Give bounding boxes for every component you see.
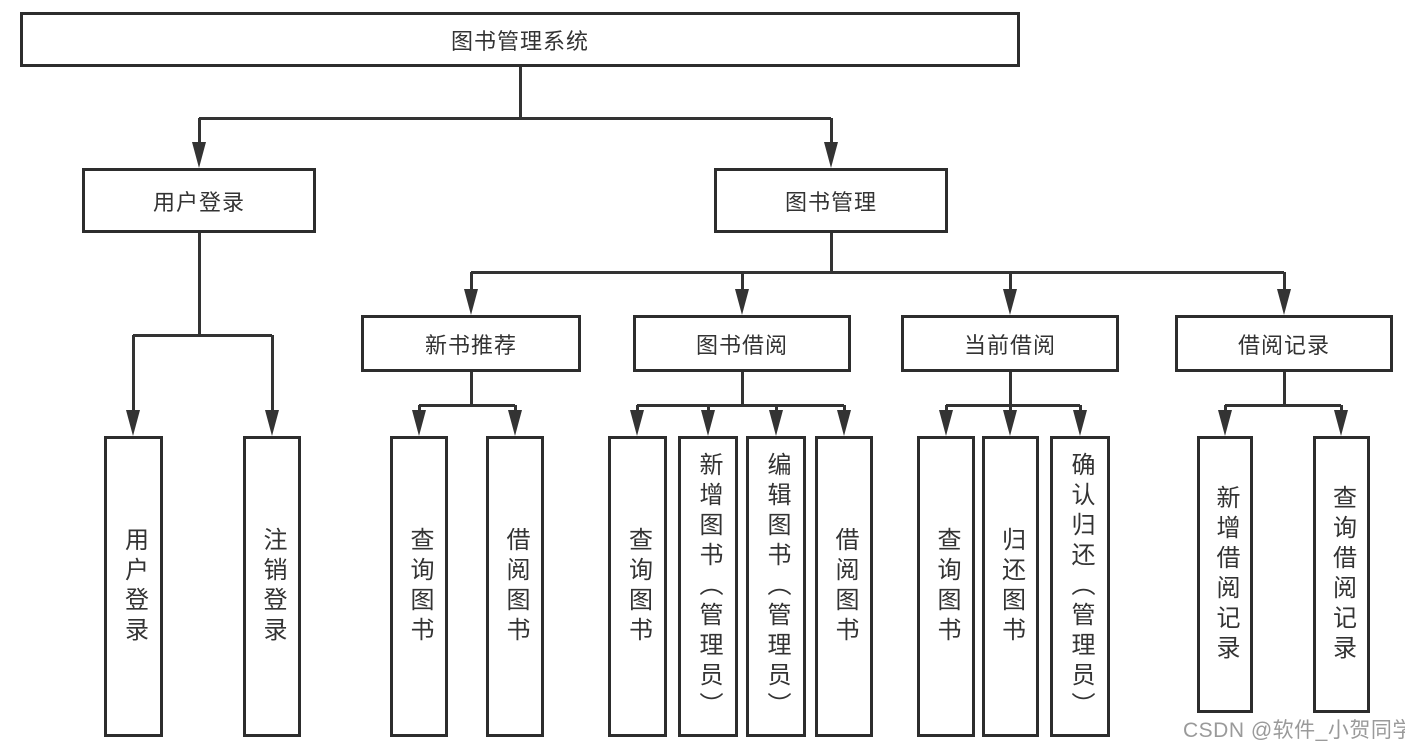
node-label: 用户登录 xyxy=(120,526,148,647)
node-label: 确认归还（管理员） xyxy=(1067,451,1094,722)
node-label: 查询借阅记录 xyxy=(1328,484,1356,665)
connector-line-vertical xyxy=(131,335,135,413)
arrowhead-down-icon xyxy=(192,142,206,168)
connector-line-vertical xyxy=(417,405,421,413)
node-leaf-borrow-borrow: 借阅图书 xyxy=(815,436,873,737)
connector-line-vertical xyxy=(469,372,473,406)
node-book-borrow: 图书借阅 xyxy=(633,315,851,372)
arrowhead-down-icon xyxy=(508,410,522,436)
arrowhead-down-icon xyxy=(1003,410,1017,436)
connector-line-vertical xyxy=(740,272,744,292)
arrowhead-down-icon xyxy=(126,410,140,436)
arrowhead-down-icon xyxy=(1003,289,1017,315)
arrowhead-down-icon xyxy=(1218,410,1232,436)
node-root: 图书管理系统 xyxy=(20,12,1020,67)
connector-line-vertical xyxy=(1339,405,1343,413)
node-user-login: 用户登录 xyxy=(82,168,316,233)
arrowhead-down-icon xyxy=(701,410,715,436)
node-label: 查询图书 xyxy=(624,526,652,647)
node-new-book-rec: 新书推荐 xyxy=(361,315,581,372)
arrowhead-down-icon xyxy=(837,410,851,436)
connector-line-horizontal xyxy=(637,403,844,407)
node-label: 新增图书（管理员） xyxy=(695,451,722,722)
arrowhead-down-icon xyxy=(630,410,644,436)
csdn-watermark: CSDN @软件_小贺同学 xyxy=(1183,719,1405,742)
node-label: 图书管理系统 xyxy=(450,28,589,54)
node-leaf-current-return: 归还图书 xyxy=(982,436,1039,737)
arrowhead-down-icon xyxy=(824,142,838,168)
connector-line-vertical xyxy=(469,272,473,292)
node-borrow-record: 借阅记录 xyxy=(1175,315,1393,372)
connector-line-horizontal xyxy=(419,403,515,407)
node-label: 借阅图书 xyxy=(502,526,529,647)
connector-line-horizontal xyxy=(946,403,1080,407)
arrowhead-down-icon xyxy=(464,289,478,315)
arrowhead-down-icon xyxy=(1334,410,1348,436)
node-label: 新书推荐 xyxy=(424,332,517,358)
arrowhead-down-icon xyxy=(939,410,953,436)
connector-line-vertical xyxy=(197,118,201,145)
connector-line-horizontal xyxy=(471,270,1284,274)
arrowhead-down-icon xyxy=(1277,289,1291,315)
connector-line-vertical xyxy=(513,405,517,413)
connector-line-vertical xyxy=(1008,405,1012,413)
arrowhead-down-icon xyxy=(265,410,279,436)
connector-line-vertical xyxy=(1008,372,1012,406)
connector-line-vertical xyxy=(774,405,778,413)
node-label: 用户登录 xyxy=(152,189,245,215)
connector-line-vertical xyxy=(1223,405,1227,413)
connector-line-vertical xyxy=(1282,372,1286,406)
connector-line-vertical xyxy=(829,118,833,145)
node-label: 图书借阅 xyxy=(695,332,788,358)
connector-line-vertical xyxy=(944,405,948,413)
node-leaf-rec-query: 查询图书 xyxy=(390,436,448,737)
node-label: 归还图书 xyxy=(997,526,1025,647)
node-leaf-current-query: 查询图书 xyxy=(917,436,975,737)
node-leaf-borrow-edit: 编辑图书（管理员） xyxy=(746,436,806,737)
node-leaf-user-login: 用户登录 xyxy=(104,436,163,737)
connector-line-horizontal xyxy=(133,333,272,337)
connector-line-vertical xyxy=(635,405,639,413)
connector-line-vertical xyxy=(1282,272,1286,292)
connector-line-vertical xyxy=(740,372,744,406)
node-label: 新增借阅记录 xyxy=(1212,484,1239,665)
node-label: 查询图书 xyxy=(933,526,960,647)
node-label: 查询图书 xyxy=(406,526,433,647)
node-leaf-logout: 注销登录 xyxy=(243,436,301,737)
connector-line-horizontal xyxy=(1225,403,1341,407)
node-current-borrow: 当前借阅 xyxy=(901,315,1119,372)
node-label: 借阅图书 xyxy=(831,526,858,647)
connector-line-vertical xyxy=(270,335,274,413)
node-leaf-borrow-add: 新增图书（管理员） xyxy=(678,436,738,737)
connector-line-vertical xyxy=(518,67,522,118)
node-book-mgmt: 图书管理 xyxy=(714,168,948,233)
arrowhead-down-icon xyxy=(735,289,749,315)
arrowhead-down-icon xyxy=(1073,410,1087,436)
node-leaf-borrow-query: 查询图书 xyxy=(608,436,667,737)
node-label: 当前借阅 xyxy=(963,332,1056,358)
node-leaf-current-confirm: 确认归还（管理员） xyxy=(1050,436,1110,737)
node-label: 编辑图书（管理员） xyxy=(763,451,790,722)
connector-line-horizontal xyxy=(199,116,831,120)
node-label: 借阅记录 xyxy=(1237,332,1330,358)
connector-line-vertical xyxy=(706,405,710,413)
connector-line-vertical xyxy=(1078,405,1082,413)
connector-line-vertical xyxy=(829,233,833,273)
node-label: 注销登录 xyxy=(259,526,286,647)
arrowhead-down-icon xyxy=(769,410,783,436)
node-leaf-rec-borrow: 借阅图书 xyxy=(486,436,544,737)
node-leaf-record-query: 查询借阅记录 xyxy=(1313,436,1370,713)
arrowhead-down-icon xyxy=(412,410,426,436)
connector-line-vertical xyxy=(197,233,201,336)
node-leaf-record-add: 新增借阅记录 xyxy=(1197,436,1253,713)
node-label: 图书管理 xyxy=(784,189,877,215)
connector-line-vertical xyxy=(1008,272,1012,292)
connector-line-vertical xyxy=(842,405,846,413)
